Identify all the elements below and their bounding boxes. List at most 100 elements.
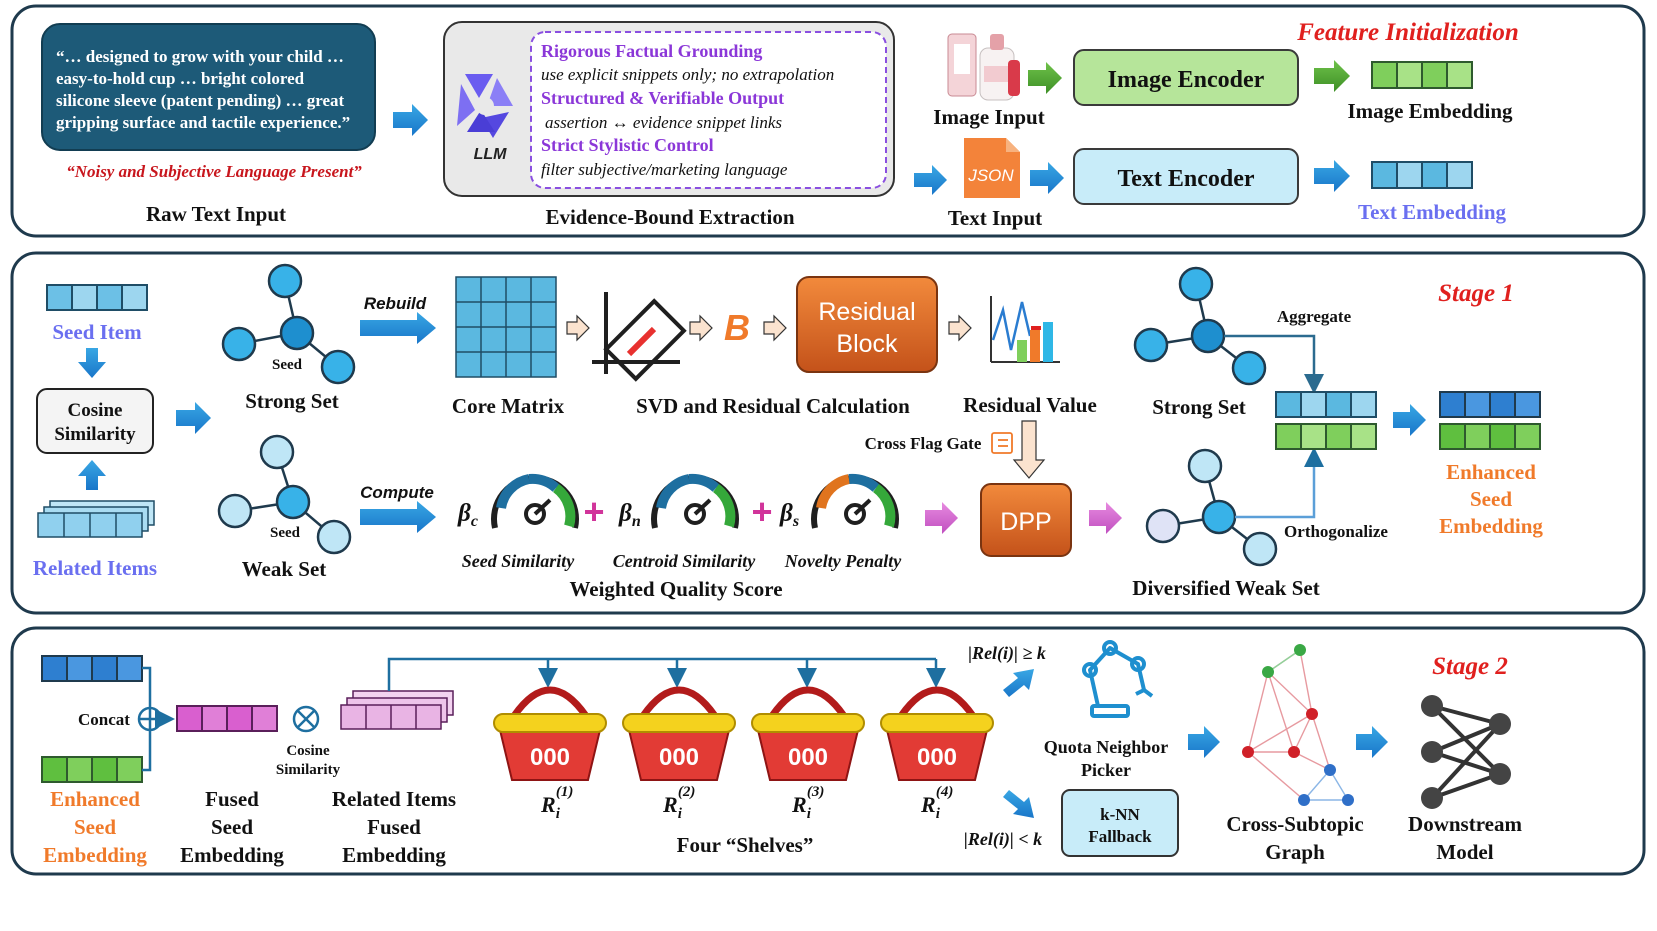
b-glyph: B [724,307,750,348]
downstream-line-1: Downstream [1408,812,1522,836]
concat-bottom-vector [41,756,143,783]
beta-s: βs [779,500,799,530]
rule-2-heading: Structured & Verifiable Output [541,88,784,108]
svd-label: SVD and Residual Calculation [636,394,910,418]
arrow-to-graph [1188,726,1220,758]
fused-seed-line-2: Seed [211,815,253,839]
json-file-icon: JSON [964,138,1020,198]
svg-text:000: 000 [788,744,828,771]
raw-quote-line-4: gripping surface and tactile experience.… [56,113,350,132]
graph-line-2: Graph [1265,840,1325,864]
graph-line-1: Cross-Subtopic [1226,812,1363,836]
related-items-stack [37,500,155,538]
arrow-to-downstream [1356,726,1388,758]
rel-ge-label: |Rel(i)| ≥ k [968,643,1046,664]
raw-quote-line-3: silicone sleeve (patent pending) … great [56,91,345,110]
p3-enhanced-line-1: Enhanced [50,787,140,811]
image-input-label: Image Input [933,105,1044,129]
knn-box [1061,789,1179,857]
svg-text:000: 000 [530,744,570,771]
concat-top-vector [41,655,143,682]
strong-seed-tag: Seed [272,357,303,373]
strong-set-right-label: Strong Set [1152,395,1246,419]
knn-line-1: k-NN [1100,805,1140,824]
strong-set-label: Strong Set [245,389,339,413]
arrow-dpp-out [1089,502,1122,534]
arrow-b-to-residual [763,314,787,342]
rule-3-detail: filter subjective/marketing language [541,160,788,179]
dpp-box [980,483,1072,557]
rebuild-label: Rebuild [364,294,427,313]
panel2-title: Stage 1 [1438,280,1514,307]
arrow-image-encoder-out [1314,60,1350,92]
rule-1-detail: use explicit snippets only; no extrapola… [541,65,834,84]
knn-line-2: Fallback [1088,827,1152,846]
aggregate-weak-vector [1275,423,1377,450]
image-embedding-label: Image Embedding [1347,99,1513,123]
otimes-icon [292,705,320,733]
arrow-matrix-to-svd [566,314,590,342]
seed-item-vector [46,284,148,311]
core-matrix-label: Core Matrix [452,394,565,418]
raw-text-label: Raw Text Input [146,202,286,226]
seed-item-label: Seed Item [52,320,142,344]
fused-seed-vector [176,705,278,732]
arrow-raw-to-llm [393,104,428,136]
weighted-quality-label: Weighted Quality Score [569,577,782,601]
related-items-label: Related Items [33,556,157,580]
strong-set-right-graph-icon [1133,266,1267,386]
four-shelves-label: Four “Shelves” [677,833,814,857]
text-encoder-label: Text Encoder [1117,166,1254,192]
svg-text:000: 000 [917,744,957,771]
diversified-weak-label: Diversified Weak Set [1132,576,1319,600]
related-fused-line-3: Embedding [342,843,446,867]
aggregate-connector [1224,334,1324,394]
strong-set-graph-icon [221,263,356,385]
p3-cosine-line-2: Similarity [276,762,341,778]
shelf-label-4: Ri(4) [920,784,953,822]
centroid-similarity-label: Centroid Similarity [613,551,757,571]
rule-1-heading: Rigorous Factual Grounding [541,41,762,61]
related-fused-line-2: Fused [367,815,421,839]
arrow-to-enhanced [1393,404,1426,436]
plus-1: + [583,491,604,532]
image-encoder-box [1073,49,1299,106]
fused-seed-line-3: Embedding [180,843,284,867]
shelf-label-3: Ri(3) [791,784,824,822]
shelf-bus-line [387,657,936,691]
compute-label: Compute [360,483,434,502]
arrow-compute [360,501,436,533]
svg-text:000: 000 [659,744,699,771]
enhanced-seed-bottom-vector [1439,423,1541,450]
related-fused-line-1: Related Items [332,787,456,811]
arrow-text-encoder-out [1314,160,1350,192]
arrow-value-to-dpp [1012,420,1046,479]
residual-value-chart-icon [990,296,1060,363]
arrow-llm-to-json [914,165,947,195]
cross-subtopic-graph-icon [1242,644,1354,806]
svg-text:JSON: JSON [967,166,1014,185]
llm-logo-icon [457,74,513,138]
novelty-penalty-gauge-icon [811,473,899,529]
rule-3-heading: Strict Stylistic Control [541,135,714,155]
quota-picker-line-2: Picker [1081,760,1131,780]
arrow-to-quota-picker [1003,669,1034,697]
arrow-rebuild [360,312,436,344]
image-embedding-vector [1371,61,1473,89]
robot-arm-icon [1082,640,1154,718]
rules-box [530,31,887,189]
shelf-label-1: Ri(1) [540,784,573,822]
raw-quote-line-1: “… designed to grow with your child … [56,47,344,66]
neural-network-icon [1421,695,1511,809]
raw-text-box [41,23,376,151]
p3-enhanced-line-3: Embedding [43,843,147,867]
p3-enhanced-line-2: Seed [74,815,116,839]
shelf-basket-2-icon: 000 [622,686,736,781]
text-embedding-label: Text Embedding [1358,200,1507,224]
novelty-penalty-label: Novelty Penalty [784,551,902,571]
arrow-score-to-dpp [925,502,958,534]
text-input-label: Text Input [948,206,1042,230]
enhanced-seed-line-2: Seed [1470,487,1512,511]
weak-set-graph-icon [217,434,352,555]
